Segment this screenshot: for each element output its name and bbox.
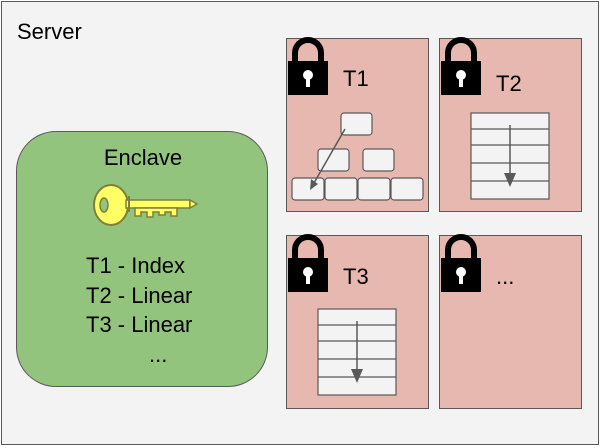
- table-label: T1: [343, 66, 369, 91]
- lock-icon: [441, 37, 481, 95]
- table-label: T3: [343, 264, 369, 289]
- index-tree-structure: [291, 112, 424, 201]
- lock-icon: [288, 234, 328, 292]
- enclave-title: Enclave: [103, 145, 183, 170]
- enclave-entry: T2 - Linear: [86, 282, 193, 308]
- enclave-entries: T1 - Index T2 - Linear T3 - Linear ...: [86, 251, 192, 369]
- linear-list-structure: [470, 112, 550, 200]
- server-label: Server: [17, 19, 82, 44]
- enclave-entry: T1 - Index: [86, 253, 186, 278]
- table-label: T2: [496, 71, 522, 96]
- lock-icon: [441, 234, 481, 292]
- table-label: ...: [496, 264, 515, 289]
- enclave-entry: ...: [149, 341, 168, 367]
- enclave-box: Enclave T1 - Index T2 - Linear T3 - Line…: [16, 131, 268, 387]
- linear-list-structure: [317, 308, 397, 396]
- key-icon: [93, 184, 199, 226]
- lock-icon: [288, 37, 328, 95]
- enclave-entry: T3 - Linear: [86, 312, 193, 337]
